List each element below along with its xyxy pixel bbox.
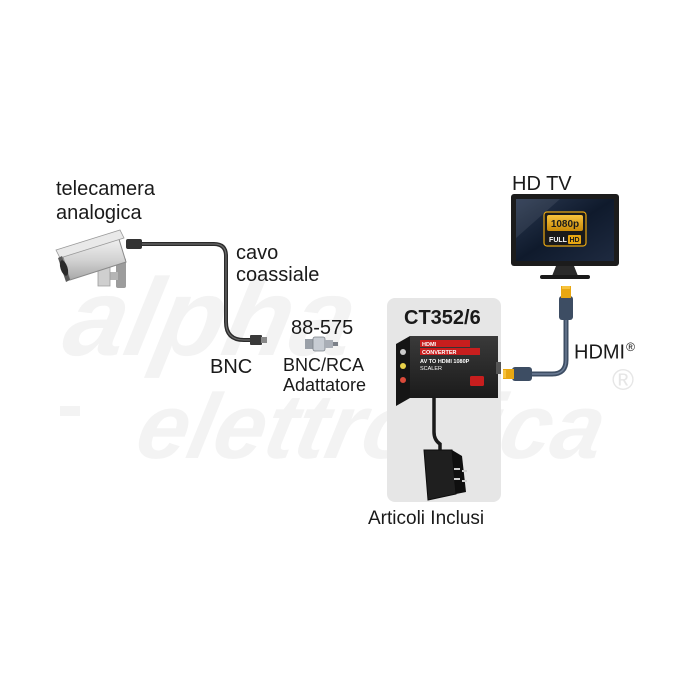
watermark-reg: ® [612,364,634,397]
watermark-bar [60,406,80,416]
hd-tv-icon: 1080p FULL HD [511,194,619,279]
bnc-label: BNC [210,356,253,378]
hdmi-cable [525,315,569,377]
hdmi-label-text: HDMI [574,341,626,364]
tv-resolution: 1080p [551,219,579,230]
device-print-line3: AV TO HDMI 1080P [420,359,470,365]
camera-plug-icon [126,239,142,249]
hdmi-converter-icon: HDMI CONVERTER AV TO HDMI 1080P SCALER [396,336,501,406]
hdmi-registered-mark: ® [626,340,635,354]
cable-label-line1: cavo [236,242,279,264]
hdmi-plug-converter-icon [503,367,532,381]
bnc-connector-icon [250,335,267,345]
tv-hd: HD [569,237,579,244]
watermark-line2: elettronica [128,375,615,478]
hdmi-plug-tv-icon [559,286,573,320]
device-print-line2: CONVERTER [422,350,457,356]
tv-full: FULL [549,237,568,244]
camera-label-line2: analogica [56,202,142,224]
cable-label-line2: coassiale [236,264,320,286]
bnc-rca-adapter-icon [305,336,338,352]
device-print-line4: SCALER [420,366,442,372]
hdmi-label: HDMI® [574,341,635,364]
model-label: CT352/6 [404,307,481,329]
adapter-label-line2: Adattatore [283,375,367,395]
tv-label: HD TV [512,173,572,195]
watermark: alpha elettronica ® [54,255,634,478]
cctv-camera-icon [55,229,127,288]
included-items-label: Articoli Inclusi [368,508,485,529]
power-adapter-icon [423,396,467,501]
device-print-line1: HDMI [422,342,437,348]
adapter-code-label: 88-575 [291,317,354,339]
camera-label-line1: telecamera [56,178,155,200]
adapter-label-line1: BNC/RCA [283,355,365,375]
